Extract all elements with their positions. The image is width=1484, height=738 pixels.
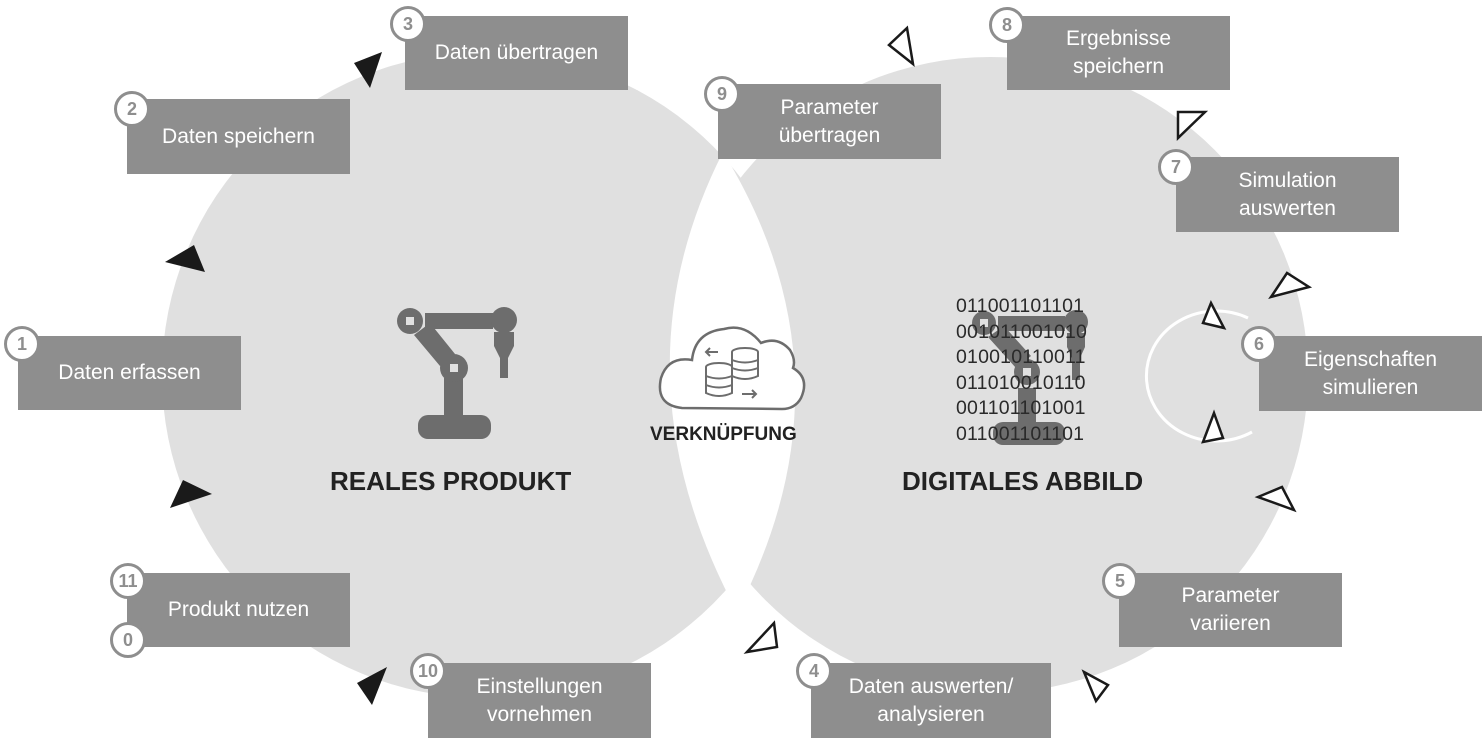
- step-2-box: Daten speichern: [127, 99, 350, 174]
- step-4-badge: 4: [796, 653, 832, 689]
- step-1-badge: 1: [4, 326, 40, 362]
- digital-twin-title: DIGITALES ABBILD: [902, 466, 1144, 496]
- step-8-badge: 8: [989, 7, 1025, 43]
- digital-robot-arm-icon: [972, 310, 1088, 445]
- cloud-database-sync-icon: [658, 326, 806, 411]
- step-5-badge: 5: [1102, 563, 1138, 599]
- arrow-icon: [357, 667, 387, 705]
- step-11-badge: 11: [110, 563, 146, 599]
- step-9-badge: 9: [704, 76, 740, 112]
- binary-line: 001101101001: [956, 397, 1086, 419]
- arrow-icon: [1268, 271, 1313, 300]
- arrow-icon: [1176, 110, 1209, 141]
- step-6-badge: 6: [1241, 326, 1277, 362]
- step-9-box: Parameter übertragen: [718, 84, 941, 159]
- arrow-icon: [1081, 669, 1110, 704]
- step-3-box: Daten übertragen: [405, 16, 628, 90]
- binary-line: 011001101101: [956, 422, 1085, 445]
- binary-line: 011001101101: [956, 295, 1085, 317]
- binary-line: 011010010110: [956, 371, 1086, 394]
- binary-code-block: 011001101101 001011001010 010010110011 0…: [956, 294, 1106, 447]
- step-0-badge: 0: [110, 622, 146, 658]
- arrow-icon: [170, 480, 212, 508]
- binary-line: 010010110011: [956, 346, 1086, 368]
- step-7-badge: 7: [1158, 149, 1194, 185]
- step-4-box: Daten auswerten/ analysieren: [811, 663, 1051, 738]
- step-11-box: Produkt nutzen: [127, 573, 350, 647]
- step-3-badge: 3: [390, 6, 426, 42]
- step-6-box: Eigenschaften simulieren: [1259, 336, 1482, 411]
- digital-twin-circle: [672, 57, 1308, 693]
- arrow-icon: [354, 52, 382, 88]
- step-10-box: Einstellungen vornehmen: [428, 663, 651, 738]
- arrow-icon: [887, 25, 915, 67]
- robot-arm-icon: [397, 307, 517, 439]
- step-8-box: Ergebnisse speichern: [1007, 16, 1230, 90]
- arrow-icon: [1201, 409, 1225, 444]
- arrow-icon: [1254, 485, 1297, 513]
- binary-line: 001011001010: [956, 320, 1088, 343]
- step-10-badge: 10: [410, 653, 446, 689]
- arrow-icon: [743, 620, 779, 654]
- step-5-box: Parameter variieren: [1119, 573, 1342, 647]
- real-product-circle: [162, 52, 808, 698]
- step-1-box: Daten erfassen: [18, 336, 241, 410]
- step-7-box: Simulation auswerten: [1176, 157, 1399, 232]
- real-product-title: REALES PRODUKT: [330, 466, 572, 496]
- step-2-badge: 2: [114, 91, 150, 127]
- arrow-icon: [1201, 300, 1227, 330]
- arrow-icon: [165, 245, 205, 272]
- link-title: VERKNÜPFUNG: [650, 424, 797, 445]
